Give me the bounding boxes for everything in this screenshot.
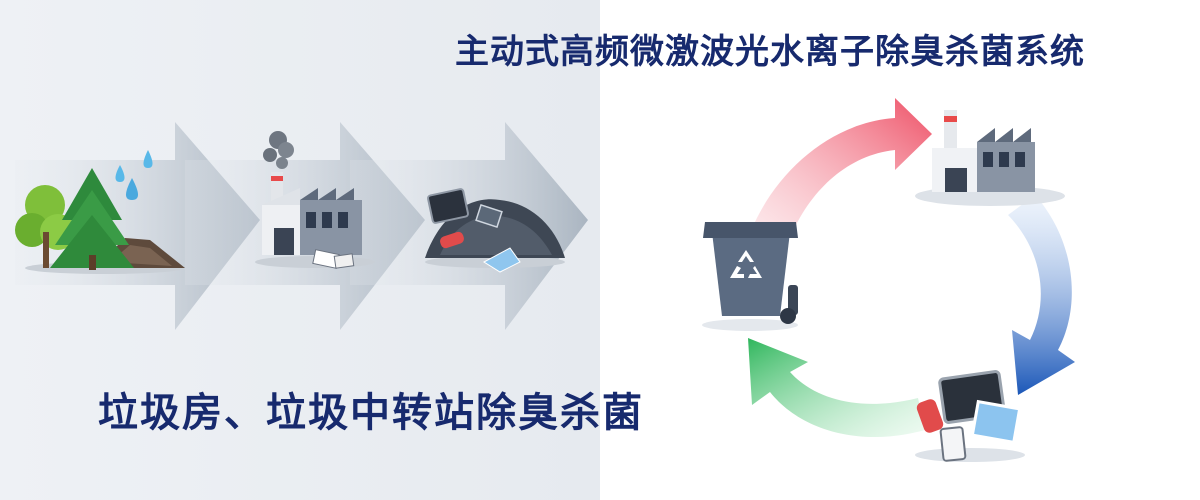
electronic-waste-icon [915,370,1025,462]
page-title: 主动式高频微激波光水离子除臭杀菌系统 [455,32,1085,72]
recycle-bin-icon [702,222,798,331]
recycle-symbol-icon [730,250,762,278]
trees-and-water-icon [15,150,185,274]
page-subtitle: 垃圾房、垃圾中转站除臭杀菌 [98,390,644,436]
cycle-arrow-red [755,98,932,238]
cycle-arrows [748,98,1075,438]
cycle-arrow-green [748,338,925,438]
waste-pile-icon [425,188,565,273]
factory-icon [255,131,375,269]
cycle-factory-icon [915,110,1065,206]
cycle-arrow-blue [1008,195,1075,395]
